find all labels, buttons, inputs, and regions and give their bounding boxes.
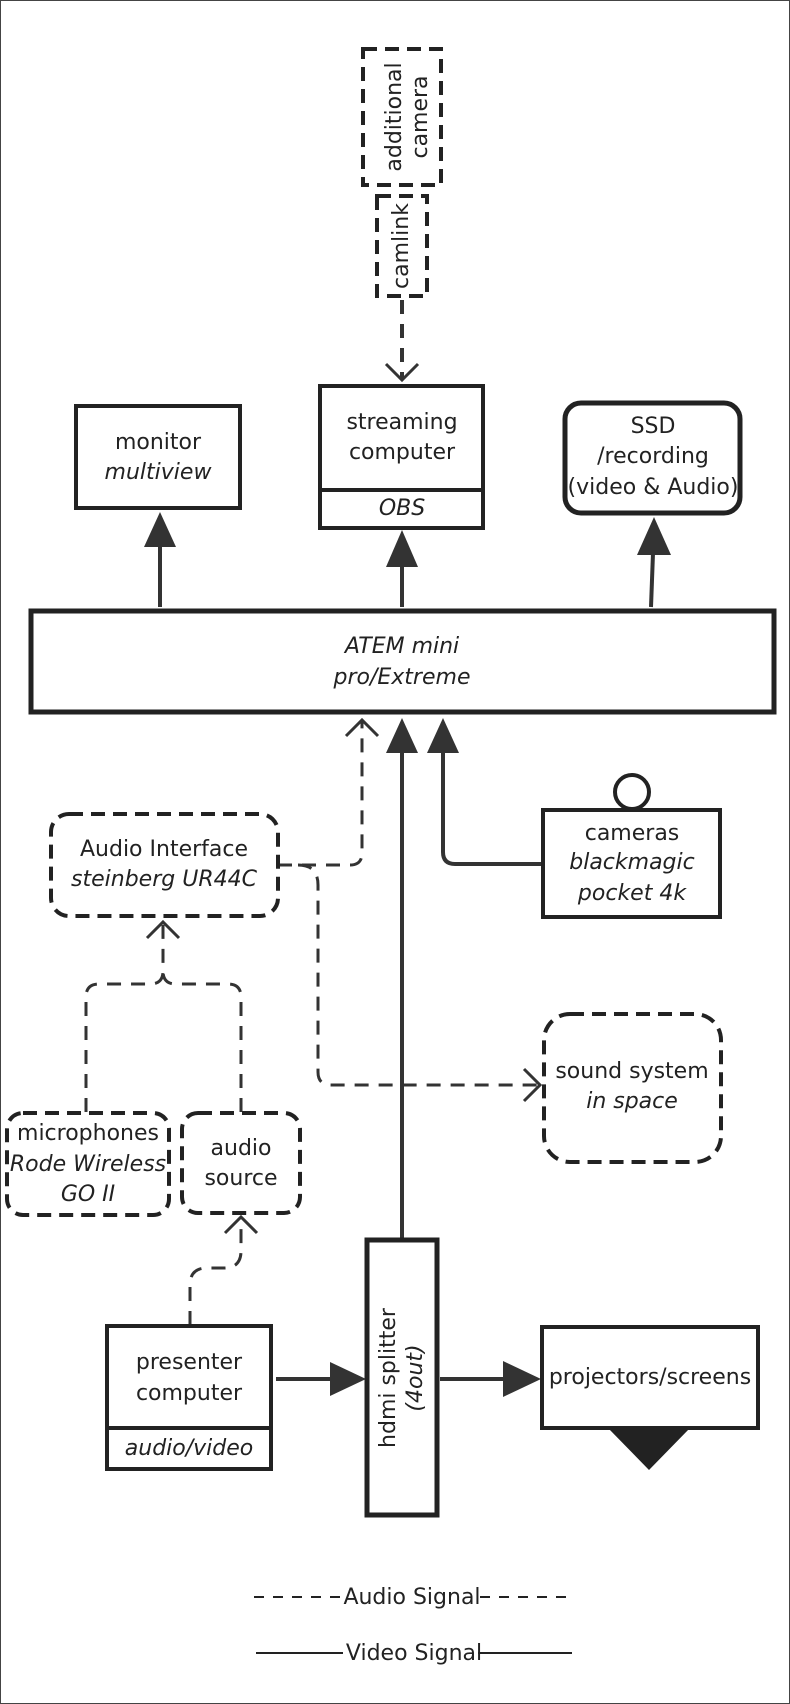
node-presenter-computer: presenter computer audio/video <box>105 1324 273 1471</box>
audio-interface-subtitle: steinberg UR44C <box>71 867 258 892</box>
video-line-atem-to-ssd <box>649 552 655 608</box>
node-streaming-computer: streaming computer OBS <box>318 384 485 530</box>
ssd-title-2: /recording <box>597 444 709 469</box>
additional-camera-label-2: camera <box>408 75 433 158</box>
hdmi-splitter-title: hdmi splitter <box>376 1307 401 1448</box>
connectors <box>84 300 671 1397</box>
cameras-title: cameras <box>585 821 680 846</box>
arrowhead-open-streaming <box>384 362 420 383</box>
node-audio-interface: Audio Interface steinberg UR44C <box>49 812 280 918</box>
arrowhead-streaming <box>386 530 418 567</box>
node-audio-source: audio source <box>180 1111 302 1215</box>
microphones-subtitle-2: GO II <box>61 1182 115 1207</box>
node-projectors: projectors/screens <box>540 1325 760 1470</box>
arrowhead-splitter <box>330 1362 366 1396</box>
arrowhead-atem-center <box>386 718 418 753</box>
presenter-computer-title-2: computer <box>136 1381 243 1406</box>
cameras-subtitle-2: pocket 4k <box>577 881 687 906</box>
ssd-title-3: (video & Audio) <box>568 475 739 500</box>
arrowhead-atem-right <box>427 718 459 753</box>
streaming-computer-title: streaming <box>346 410 457 435</box>
atem-title: ATEM mini <box>343 634 459 659</box>
screen-stand-icon <box>608 1428 690 1470</box>
sound-system-subtitle: in space <box>586 1089 678 1114</box>
projectors-label: projectors/screens <box>549 1365 751 1390</box>
node-additional-camera: additional camera <box>361 47 443 187</box>
presenter-computer-title: presenter <box>136 1350 243 1375</box>
audio-line-interface-to-sound <box>297 863 540 1087</box>
node-ssd: SSD /recording (video & Audio) <box>562 400 743 516</box>
additional-camera-label: additional <box>382 62 407 171</box>
video-line-cameras-to-atem <box>441 750 543 866</box>
audio-line-presenter-to-source <box>188 1217 243 1325</box>
streaming-computer-footer: OBS <box>379 496 425 521</box>
audio-source-title-2: source <box>204 1166 277 1191</box>
camera-lens-icon <box>613 773 651 811</box>
node-microphones: microphones Rode Wireless GO II <box>5 1111 171 1217</box>
atem-title-2: pro/Extreme <box>333 665 471 690</box>
arrowhead-open-interface <box>145 919 181 940</box>
microphones-subtitle: Rode Wireless <box>10 1152 166 1177</box>
streaming-computer-title-2: computer <box>349 440 456 465</box>
arrowhead-open-source <box>223 1214 259 1235</box>
node-sound-system: sound system in space <box>542 1012 723 1164</box>
camlink-label: camlink <box>389 203 414 289</box>
legend: Audio Signal Video Signal <box>254 1585 572 1666</box>
audio-line-mics-to-interface <box>84 922 165 1112</box>
node-hdmi-splitter: hdmi splitter (4out) <box>364 1237 440 1518</box>
arrowhead-open-atem <box>344 717 380 738</box>
legend-video-label: Video Signal <box>346 1641 482 1666</box>
node-cameras: cameras blackmagic pocket 4k <box>541 773 722 919</box>
arrowhead-ssd <box>637 517 671 555</box>
monitor-title: monitor <box>115 430 202 455</box>
sound-system-title: sound system <box>555 1059 708 1084</box>
node-monitor: monitor multiview <box>74 404 242 510</box>
audio-line-interface-to-atem <box>278 720 364 867</box>
cameras-subtitle: blackmagic <box>569 850 694 875</box>
arrowhead-monitor <box>144 512 176 547</box>
ssd-title: SSD <box>631 414 676 439</box>
audio-line-source-to-interface <box>161 970 243 1112</box>
monitor-subtitle: multiview <box>105 460 213 485</box>
arrowhead-projectors <box>503 1361 541 1397</box>
arrowhead-open-sound <box>522 1067 543 1103</box>
audio-interface-title: Audio Interface <box>80 837 248 862</box>
presenter-computer-footer: audio/video <box>125 1436 253 1461</box>
audio-source-title: audio <box>211 1136 272 1161</box>
microphones-title: microphones <box>17 1121 159 1146</box>
hdmi-splitter-subtitle: (4out) <box>403 1344 428 1411</box>
node-camlink: camlink <box>375 194 429 298</box>
legend-audio-label: Audio Signal <box>343 1585 480 1610</box>
node-atem: ATEM mini pro/Extreme <box>28 608 777 715</box>
